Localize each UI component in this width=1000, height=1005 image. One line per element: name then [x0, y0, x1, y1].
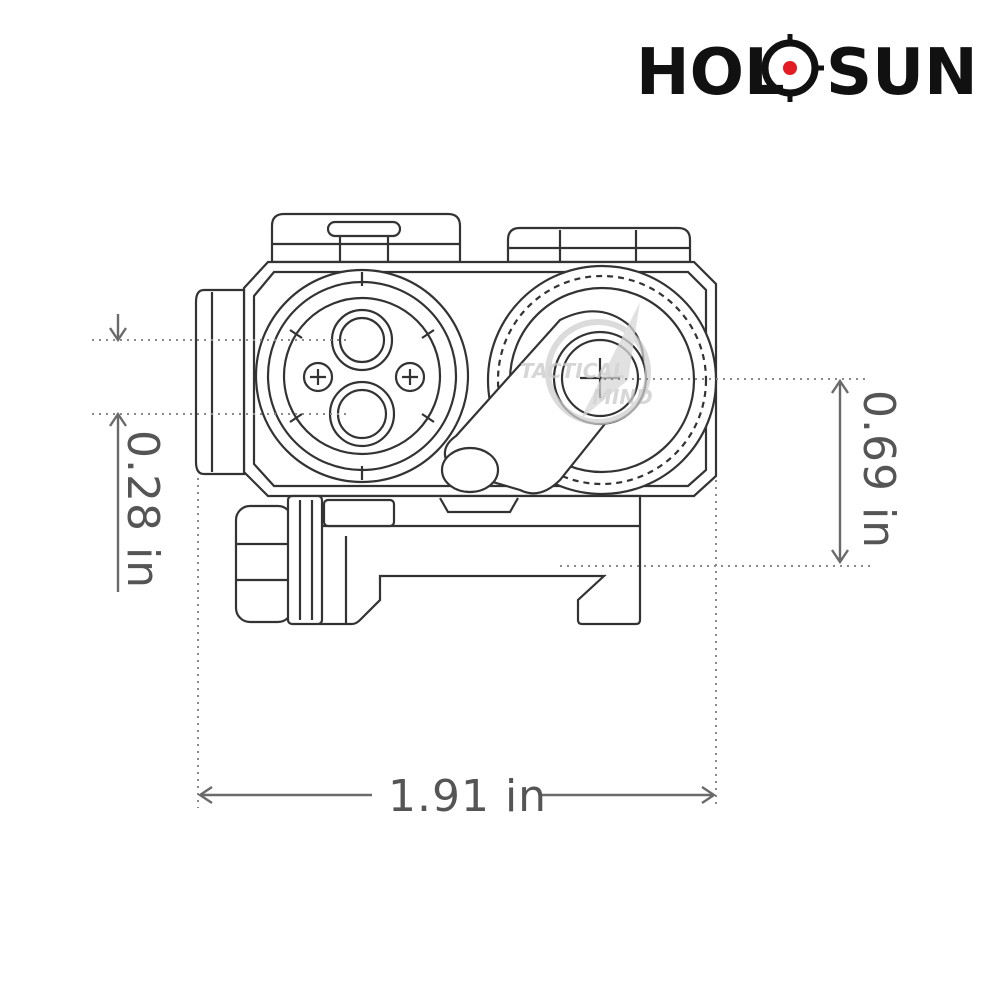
right-screw-icon	[394, 361, 426, 393]
device-drawing	[194, 212, 718, 626]
dimension-height: 0.69 in	[831, 378, 904, 565]
watermark-line1: TACTICAL	[520, 359, 626, 383]
holosun-logo: HOL SUN	[636, 34, 978, 110]
offset-label: 0.28 in	[117, 430, 168, 589]
rail-mount	[318, 494, 642, 626]
left-screw-icon	[302, 361, 334, 393]
width-label: 1.91 in	[388, 771, 547, 822]
side-clamp-knob	[234, 494, 324, 626]
left-end-cap	[194, 288, 246, 476]
watermark: TACTICAL MIND	[520, 302, 653, 425]
dimension-width: 1.91 in	[197, 771, 717, 822]
mount-button	[322, 498, 396, 528]
logo-text-left: HOL	[636, 36, 785, 110]
logo-crosshair-icon	[756, 34, 824, 102]
top-right-bump	[506, 226, 692, 264]
emitter-bezel	[254, 268, 470, 484]
dimension-guides	[92, 339, 870, 808]
top-left-bump	[270, 212, 462, 264]
logo-text-right: SUN	[826, 36, 978, 110]
logo-red-dot	[783, 61, 797, 75]
dimension-offset: 0.28 in	[109, 314, 168, 592]
lever-loop	[440, 446, 500, 494]
top-button	[326, 220, 402, 238]
height-label: 0.69 in	[853, 390, 904, 549]
watermark-line2: MIND	[592, 385, 653, 409]
lower-emitter-lens	[328, 380, 396, 448]
